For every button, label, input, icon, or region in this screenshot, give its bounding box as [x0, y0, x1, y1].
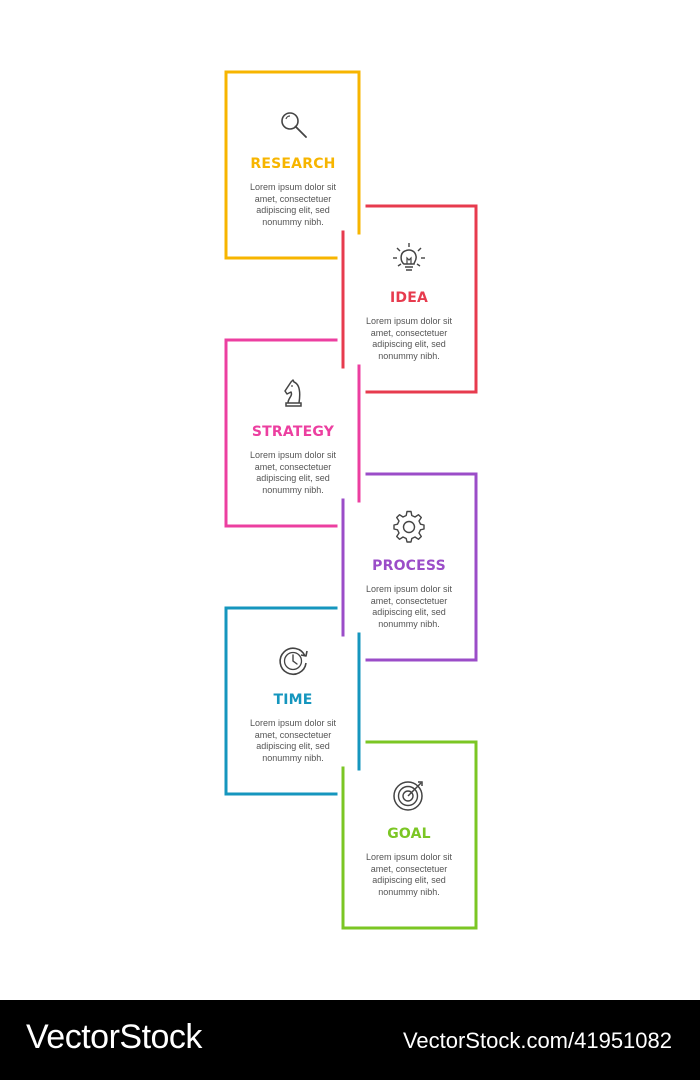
lightbulb-icon	[393, 243, 425, 271]
step-research: RESEARCH Lorem ipsum dolor sit amet, con…	[226, 108, 360, 228]
step-description: Lorem ipsum dolor sit amet, consectetuer…	[249, 718, 337, 763]
frame-research	[224, 70, 361, 260]
step-process: PROCESS Lorem ipsum dolor sit amet, cons…	[342, 510, 476, 630]
stock-id: VectorStock.com/41951082	[402, 1028, 672, 1053]
step-goal: GOAL Lorem ipsum dolor sit amet, consect…	[342, 778, 476, 898]
step-description: Lorem ipsum dolor sit amet, consectetuer…	[249, 450, 337, 495]
timeline-infographic: RESEARCH Lorem ipsum dolor sit amet, con…	[224, 70, 478, 930]
step-title: PROCESS	[372, 558, 446, 574]
frame-process	[341, 472, 478, 662]
step-description: Lorem ipsum dolor sit amet, consectetuer…	[365, 852, 453, 897]
step-title: GOAL	[387, 826, 431, 842]
step-title: TIME	[273, 692, 313, 708]
step-idea: IDEA Lorem ipsum dolor sit amet, consect…	[342, 242, 476, 362]
step-frames	[224, 70, 478, 930]
gear-icon	[393, 510, 425, 543]
step-strategy: STRATEGY Lorem ipsum dolor sit amet, con…	[226, 376, 360, 496]
step-title: IDEA	[389, 290, 429, 306]
frame-strategy	[224, 338, 361, 528]
frame-idea	[341, 204, 478, 394]
frame-goal	[341, 740, 478, 930]
target-icon	[393, 781, 423, 811]
step-description: Lorem ipsum dolor sit amet, consectetuer…	[365, 584, 453, 629]
vectorstock-logo: VectorStock	[26, 1018, 202, 1056]
step-description: Lorem ipsum dolor sit amet, consectetuer…	[365, 316, 453, 361]
chess-knight-icon	[284, 379, 302, 407]
magnifier-icon	[281, 112, 307, 138]
watermark-footer: VectorStock VectorStock.com/41951082	[0, 1000, 700, 1080]
step-description: Lorem ipsum dolor sit amet, consectetuer…	[249, 182, 337, 227]
clock-icon	[279, 647, 308, 676]
step-title: RESEARCH	[250, 156, 336, 172]
frame-time	[224, 606, 361, 796]
step-time: TIME Lorem ipsum dolor sit amet, consect…	[226, 644, 360, 764]
step-title: STRATEGY	[251, 424, 335, 440]
